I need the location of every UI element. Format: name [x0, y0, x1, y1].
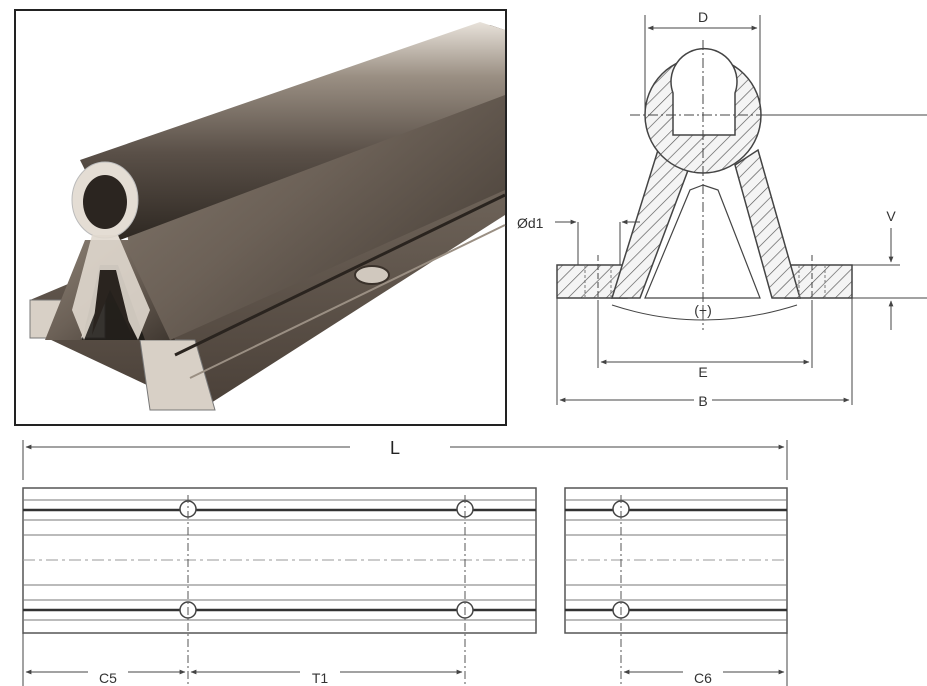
rail-segment-left: [22, 487, 537, 686]
right-leg-section: [734, 148, 801, 299]
tube-bore: [670, 48, 738, 136]
top-view-drawing: L: [22, 434, 788, 686]
label-D: D: [698, 9, 708, 25]
web-front-gap: [92, 270, 132, 335]
label-d1: Ød1: [517, 215, 544, 231]
flange-groove-highlight: [189, 224, 506, 379]
rail-tube: [80, 22, 505, 240]
label-angle: (+): [694, 302, 712, 318]
rail-segment-right: [564, 487, 788, 686]
label-L: L: [390, 438, 400, 458]
flange-end-right: [139, 339, 216, 411]
web-front-face: [72, 235, 150, 340]
angle-arc: [611, 304, 798, 321]
label-E: E: [698, 364, 707, 380]
label-C6: C6: [694, 670, 712, 686]
label-C5: C5: [99, 670, 117, 686]
tube-end-bore: [83, 175, 127, 229]
mounting-hole: [354, 265, 390, 285]
product-photo: [14, 9, 507, 426]
label-T1: T1: [312, 670, 329, 686]
label-V: V: [886, 208, 896, 224]
label-B: B: [698, 393, 707, 409]
flange-groove: [174, 193, 506, 357]
cross-section-drawing: D V Ød1 (+) E B: [517, 5, 927, 409]
